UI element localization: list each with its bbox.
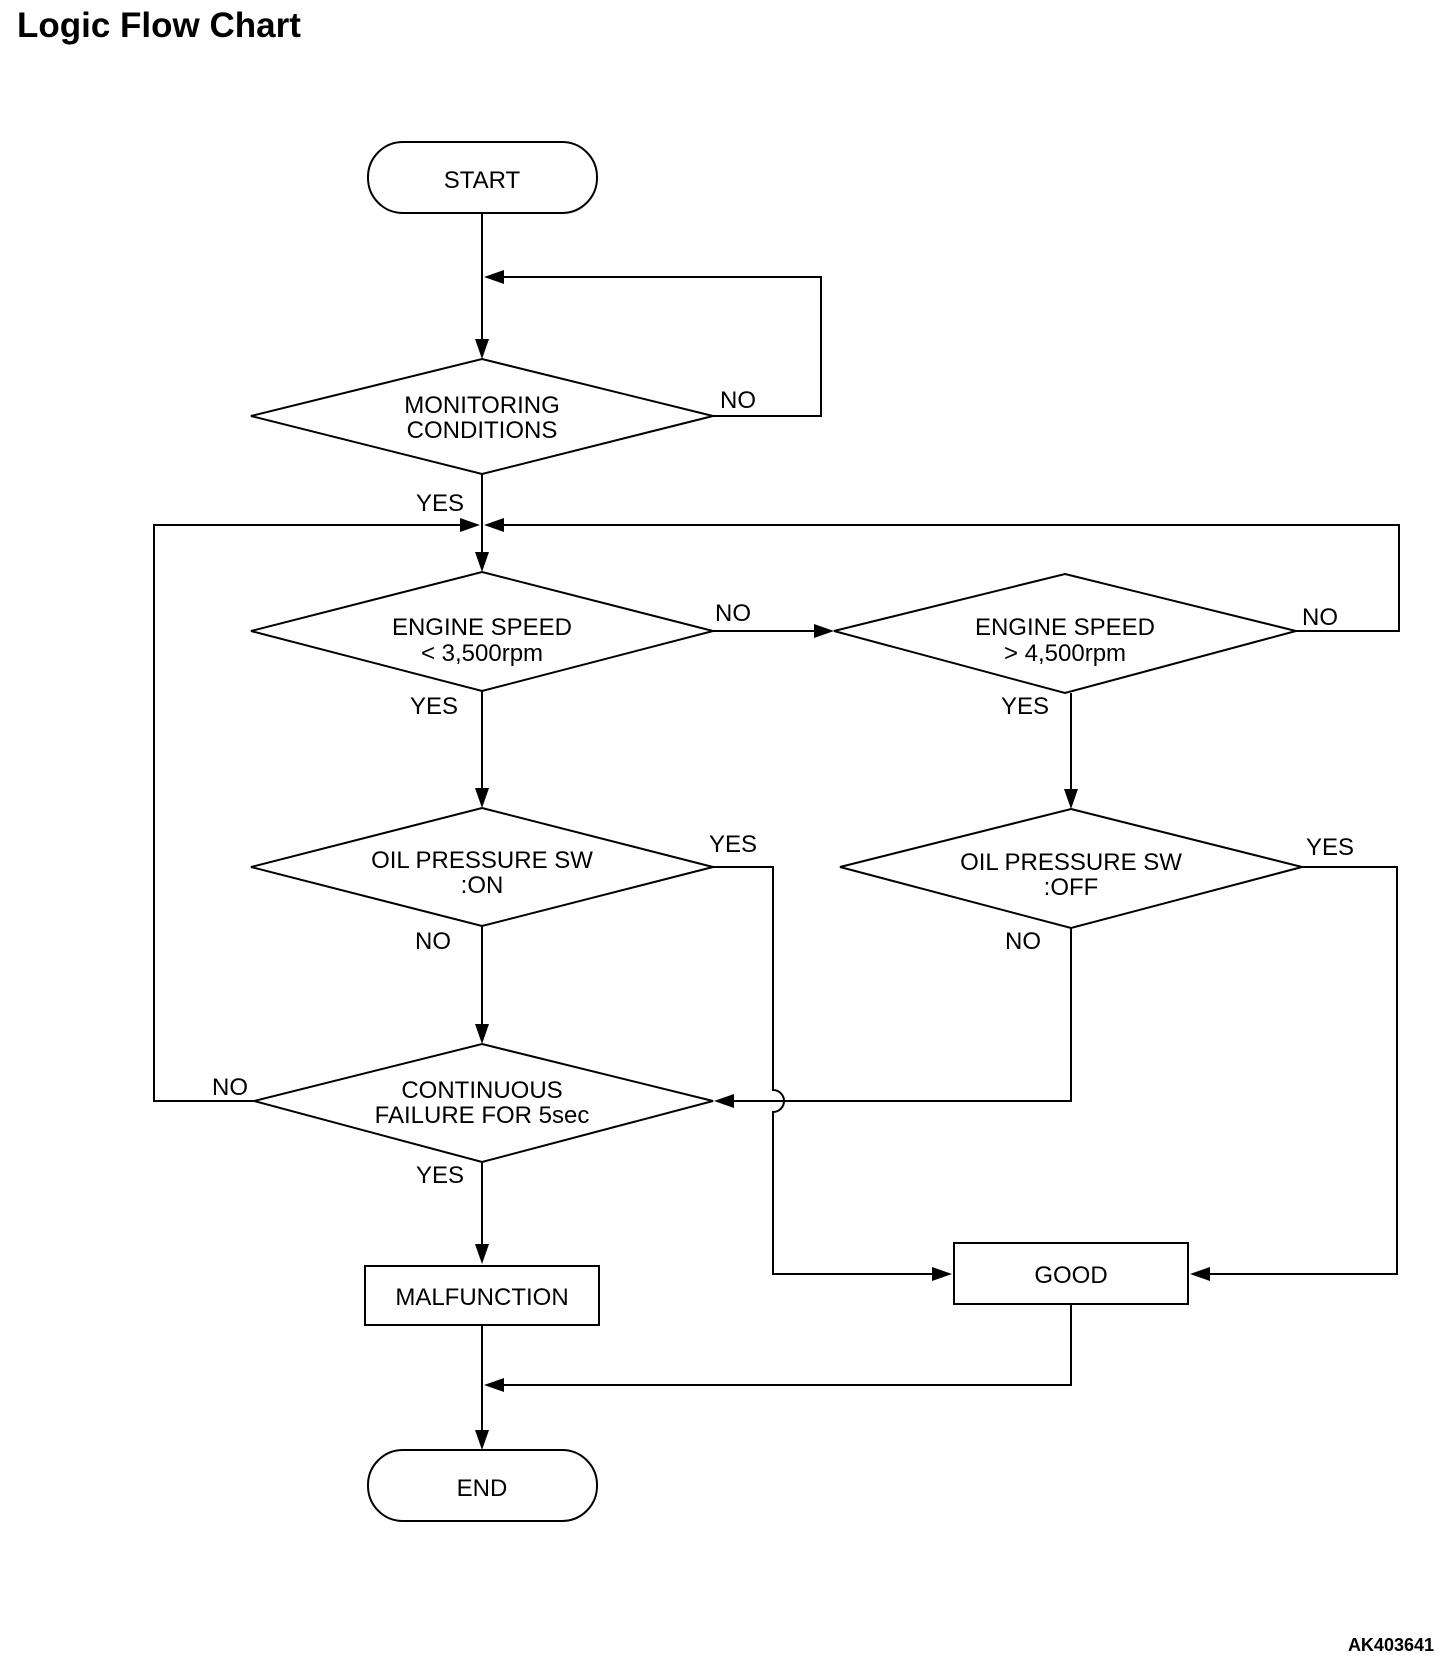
- node-malfunction: MALFUNCTION: [364, 1265, 600, 1326]
- start-terminal: [367, 141, 598, 214]
- arrow-into-continuous-right: [714, 1094, 734, 1108]
- edge-oil-off-yes: [1208, 866, 1398, 1275]
- node-end: END: [367, 1449, 598, 1522]
- label-oil-on-yes: YES: [709, 831, 757, 858]
- oil-on-decision: [250, 806, 714, 928]
- node-continuous: CONTINUOUS FAILURE FOR 5sec: [250, 1042, 714, 1164]
- monitoring-label-line2: CONDITIONS: [407, 417, 558, 444]
- label-oil-on-no: NO: [415, 928, 451, 955]
- arrow-into-continuous-top: [475, 1024, 489, 1044]
- edge-continuous-no-loop: [153, 524, 464, 1102]
- arrow-into-oil-off: [1064, 789, 1078, 809]
- node-oil-on: OIL PRESSURE SW :ON: [250, 806, 714, 928]
- arrow-into-end: [475, 1430, 489, 1450]
- arrow-into-malfunction: [475, 1244, 489, 1264]
- good-box: [953, 1242, 1189, 1305]
- arrow-into-good-left: [932, 1267, 952, 1281]
- arrow-right-loop-return: [484, 518, 504, 532]
- end-terminal: [367, 1449, 598, 1522]
- arrowheads: [460, 270, 1210, 1450]
- label-speed-low-no: NO: [715, 600, 751, 627]
- label-speed-low-yes: YES: [410, 693, 458, 720]
- figure-id: AK403641: [1347, 1635, 1434, 1655]
- arrow-into-oil-on: [475, 788, 489, 808]
- good-label: GOOD: [1034, 1262, 1107, 1289]
- edge-monitoring-no-loop: [500, 276, 822, 417]
- label-oil-off-yes: YES: [1306, 834, 1354, 861]
- monitoring-label-line1: MONITORING: [404, 392, 560, 419]
- speed-high-decision: [833, 572, 1297, 695]
- oil-off-decision: [839, 807, 1303, 930]
- oil-off-label-line1: OIL PRESSURE SW: [960, 849, 1182, 876]
- speed-high-label-line1: ENGINE SPEED: [975, 614, 1155, 641]
- label-monitoring-no: NO: [720, 387, 756, 414]
- arrow-into-monitoring: [475, 339, 489, 359]
- monitoring-decision: [250, 357, 714, 476]
- node-speed-high: ENGINE SPEED > 4,500rpm: [833, 572, 1297, 695]
- oil-off-label-line2: :OFF: [1044, 874, 1099, 901]
- label-continuous-yes: YES: [416, 1162, 464, 1189]
- speed-low-label-line2: < 3,500rpm: [421, 640, 543, 667]
- oil-on-label-line1: OIL PRESSURE SW: [371, 847, 593, 874]
- malfunction-box: [364, 1265, 600, 1326]
- label-speed-high-no: NO: [1302, 604, 1338, 631]
- arrow-into-speed-low: [475, 552, 489, 572]
- edge-oil-on-yes: [713, 866, 934, 1275]
- edge-oil-off-no: [732, 928, 1072, 1102]
- page-title: Logic Flow Chart: [17, 6, 301, 45]
- arrow-good-merge: [484, 1378, 504, 1392]
- node-start: START: [367, 141, 598, 214]
- edge-good-to-end: [500, 1304, 1072, 1386]
- malfunction-label: MALFUNCTION: [395, 1284, 568, 1311]
- start-label: START: [444, 167, 521, 194]
- speed-low-label-line1: ENGINE SPEED: [392, 614, 572, 641]
- speed-high-label-line2: > 4,500rpm: [1004, 640, 1126, 667]
- label-oil-off-no: NO: [1005, 928, 1041, 955]
- node-monitoring: MONITORING CONDITIONS: [250, 357, 714, 476]
- edge-labels: NO YES NO YES NO YES YES NO YES NO NO YE…: [212, 387, 1354, 1189]
- arrow-left-loop-return: [460, 518, 480, 532]
- node-speed-low: ENGINE SPEED < 3,500rpm: [250, 570, 714, 693]
- node-oil-off: OIL PRESSURE SW :OFF: [839, 807, 1303, 930]
- label-monitoring-yes: YES: [416, 490, 464, 517]
- arrow-into-speed-high: [814, 624, 834, 638]
- continuous-label-line2: FAILURE FOR 5sec: [375, 1102, 590, 1129]
- continuous-label-line1: CONTINUOUS: [401, 1077, 562, 1104]
- node-good: GOOD: [953, 1242, 1189, 1305]
- label-continuous-no: NO: [212, 1074, 248, 1101]
- end-label: END: [457, 1475, 508, 1502]
- speed-low-decision: [250, 570, 714, 693]
- arrow-into-good-right: [1190, 1267, 1210, 1281]
- connectors: [153, 213, 1400, 1433]
- edge-speed-high-no-loop: [500, 524, 1400, 632]
- oil-on-label-line2: :ON: [461, 872, 504, 899]
- arrow-monitoring-loop-return: [484, 270, 504, 284]
- continuous-decision: [250, 1042, 714, 1164]
- label-speed-high-yes: YES: [1001, 693, 1049, 720]
